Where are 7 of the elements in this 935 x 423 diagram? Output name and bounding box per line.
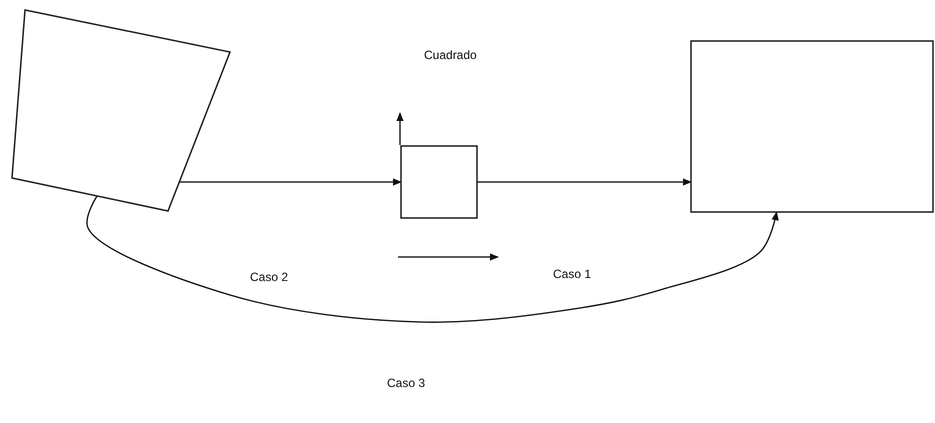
arrow xyxy=(179,178,402,186)
arrow xyxy=(86,196,779,323)
arrow xyxy=(477,178,692,186)
label-text: Caso 3 xyxy=(387,376,426,390)
label-text: Caso 2 xyxy=(250,270,288,284)
label-text: Cuadrado xyxy=(424,48,477,62)
label-text: Caso 1 xyxy=(553,267,592,281)
